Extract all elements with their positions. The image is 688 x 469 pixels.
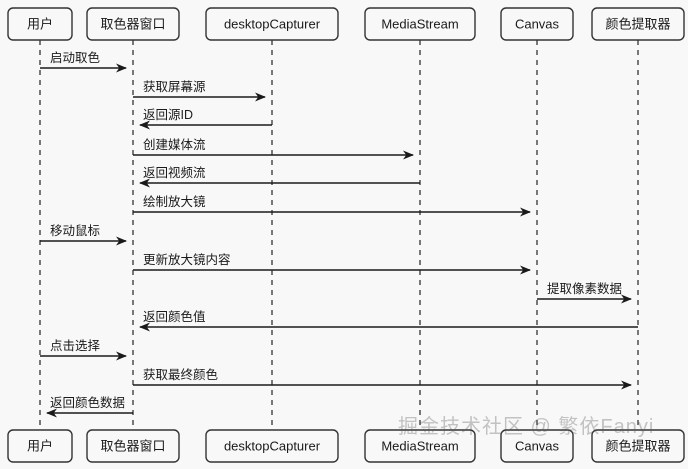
participant-label: 用户 <box>27 16 53 31</box>
participant-box <box>364 429 476 463</box>
participant-label: MediaStream <box>381 438 458 453</box>
participant-desktop-capturer-footer[interactable]: desktopCapturer <box>205 429 339 463</box>
message-label: 创建媒体流 <box>143 138 206 152</box>
message-2[interactable]: 获取屏幕源 <box>133 80 266 102</box>
message-12[interactable]: 获取最终颜色 <box>133 367 632 390</box>
participant-label: desktopCapturer <box>224 438 321 453</box>
participant-desktop-capturer-header[interactable]: desktopCapturer <box>205 7 339 41</box>
participant-color-extractor-header[interactable]: 颜色提取器 <box>591 7 685 41</box>
message-label: 点击选择 <box>50 339 101 353</box>
message-label: 返回视频流 <box>143 165 206 180</box>
participant-box <box>500 429 574 463</box>
participant-label: 取色器窗口 <box>100 438 165 453</box>
participant-label: Canvas <box>515 16 560 31</box>
message-7[interactable]: 移动鼠标 <box>40 223 127 246</box>
participant-footer-row: 用户 取色器窗口 desktopCapturer MediaStream Canvas 颜… <box>7 429 685 463</box>
participant-label: desktopCapturer <box>224 16 321 31</box>
message-label: 提取像素数据 <box>547 281 622 296</box>
participant-box <box>7 7 73 41</box>
participant-box <box>500 7 574 41</box>
participant-label: 取色器窗口 <box>100 16 165 31</box>
participant-label: 颜色提取器 <box>605 16 670 31</box>
participant-label: 用户 <box>27 438 53 453</box>
participant-box <box>86 429 180 463</box>
participant-box <box>205 7 339 41</box>
message-label: 获取屏幕源 <box>143 80 206 94</box>
message-5[interactable]: 返回视频流 <box>139 165 420 188</box>
message-label: 返回源ID <box>143 108 193 122</box>
message-6[interactable]: 绘制放大镜 <box>133 194 531 217</box>
message-9[interactable]: 提取像素数据 <box>537 281 632 304</box>
participant-box <box>205 429 339 463</box>
message-label: 移动鼠标 <box>50 223 100 238</box>
message-label: 启动取色 <box>50 50 101 65</box>
participant-header-row: 用户 取色器窗口 desktopCapturer MediaStream Canvas 颜… <box>7 7 685 41</box>
participant-box <box>7 429 73 463</box>
message-label: 返回颜色数据 <box>50 395 125 410</box>
participant-label: Canvas <box>515 438 560 453</box>
participant-user-header[interactable]: 用户 <box>7 7 73 41</box>
message-1[interactable]: 启动取色 <box>40 50 127 73</box>
participant-canvas-footer[interactable]: Canvas <box>500 429 574 463</box>
message-11[interactable]: 点击选择 <box>40 339 127 361</box>
participant-media-stream-footer[interactable]: MediaStream <box>364 429 476 463</box>
participant-color-extractor-footer[interactable]: 颜色提取器 <box>591 429 685 463</box>
participant-picker-window-header[interactable]: 取色器窗口 <box>86 7 180 41</box>
message-label: 更新放大镜内容 <box>143 252 231 267</box>
participant-box <box>364 7 476 41</box>
participant-box <box>591 7 685 41</box>
lifelines-layer <box>39 40 639 430</box>
participant-media-stream-header[interactable]: MediaStream <box>364 7 476 41</box>
message-4[interactable]: 创建媒体流 <box>133 138 414 160</box>
message-label: 绘制放大镜 <box>143 194 206 209</box>
participant-box <box>591 429 685 463</box>
participant-label: MediaStream <box>381 16 458 31</box>
message-3[interactable]: 返回源ID <box>139 108 272 130</box>
message-13[interactable]: 返回颜色数据 <box>46 395 133 418</box>
participant-canvas-header[interactable]: Canvas <box>500 7 574 41</box>
participant-user-footer[interactable]: 用户 <box>7 429 73 463</box>
participant-label: 颜色提取器 <box>605 438 670 453</box>
message-8[interactable]: 更新放大镜内容 <box>133 252 531 275</box>
participant-box <box>86 7 180 41</box>
participant-picker-window-footer[interactable]: 取色器窗口 <box>86 429 180 463</box>
message-label: 返回颜色值 <box>143 309 206 324</box>
message-label: 获取最终颜色 <box>143 367 219 382</box>
message-10[interactable]: 返回颜色值 <box>139 309 638 332</box>
